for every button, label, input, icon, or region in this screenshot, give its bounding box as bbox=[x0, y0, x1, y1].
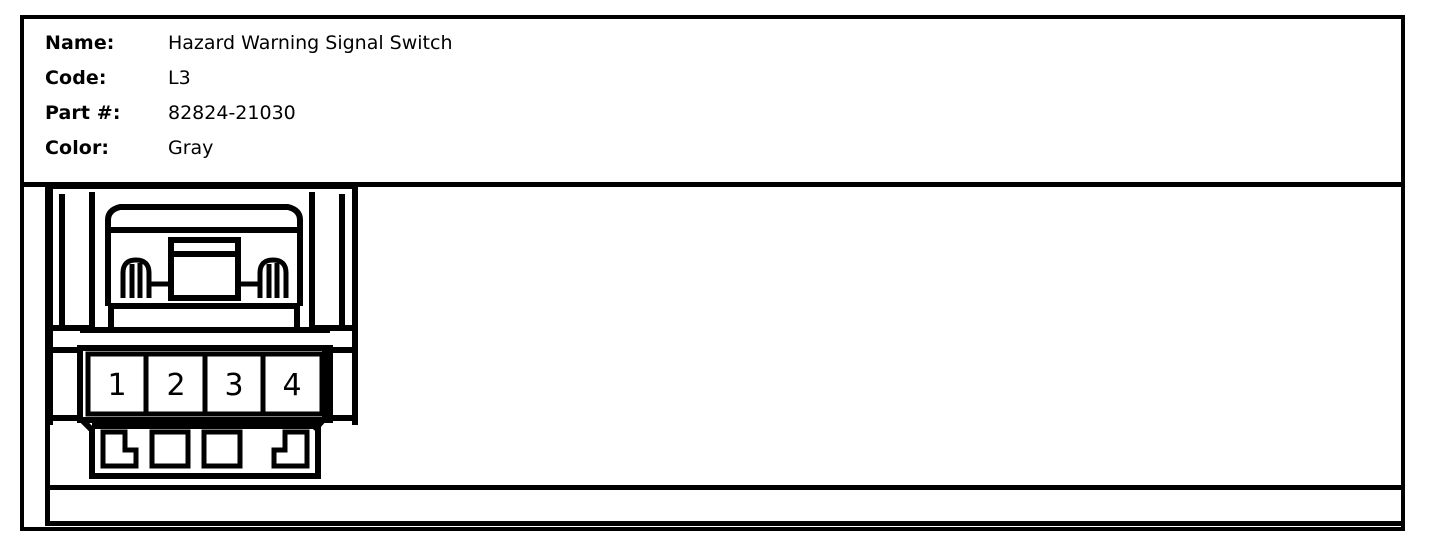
pin-number-4: 4 bbox=[282, 368, 301, 403]
spec-label-code: Code: bbox=[45, 67, 107, 89]
shell-left-shoulder bbox=[50, 347, 83, 421]
terminal-stub-4 bbox=[271, 429, 310, 469]
terminal-stub-2 bbox=[149, 429, 191, 469]
spec-divider-line bbox=[20, 182, 1405, 187]
terminal-stub-1 bbox=[100, 429, 139, 469]
spec-row-color: Color: Gray bbox=[45, 131, 745, 166]
spec-row-code: Code: L3 bbox=[45, 61, 745, 96]
spec-label-color: Color: bbox=[45, 137, 110, 159]
spec-value-part-number: 82824-21030 bbox=[168, 102, 296, 124]
pin-number-2: 2 bbox=[166, 368, 185, 403]
spec-value-code: L3 bbox=[168, 67, 191, 89]
shell-left-lower-taper bbox=[50, 415, 95, 433]
shell-right-ear-inner bbox=[309, 192, 355, 331]
pin-number-1: 1 bbox=[107, 368, 126, 403]
latch-left-rib-arch bbox=[120, 257, 152, 298]
terminal-skirt-outline bbox=[89, 426, 321, 479]
lower-divider-line-top bbox=[45, 485, 1405, 490]
latch-center-tab bbox=[168, 237, 241, 301]
connector-diagram: 1 2 3 4 bbox=[40, 178, 370, 488]
shell-left-ear-inner bbox=[50, 192, 95, 331]
part-info-block: Name: Hazard Warning Signal Switch Code:… bbox=[45, 26, 745, 166]
connector-drawing: 1 2 3 4 bbox=[47, 183, 358, 479]
terminal-stub-3 bbox=[201, 429, 243, 469]
lower-divider-line-bottom bbox=[45, 521, 1405, 526]
pin-number-3: 3 bbox=[224, 368, 243, 403]
spec-value-color: Gray bbox=[168, 137, 214, 159]
spec-label-name: Name: bbox=[45, 32, 115, 54]
spec-label-part-number: Part #: bbox=[45, 102, 121, 124]
spec-row-name: Name: Hazard Warning Signal Switch bbox=[45, 26, 745, 61]
outer-border bbox=[20, 15, 1405, 531]
spec-value-name: Hazard Warning Signal Switch bbox=[168, 32, 453, 54]
shell-right-lower-taper bbox=[311, 415, 355, 433]
spec-row-part-number: Part #: 82824-21030 bbox=[45, 96, 745, 131]
latch-right-rib-arch bbox=[257, 257, 289, 298]
latch-outer-shell bbox=[105, 204, 303, 306]
cavity-block-outline bbox=[77, 345, 333, 423]
